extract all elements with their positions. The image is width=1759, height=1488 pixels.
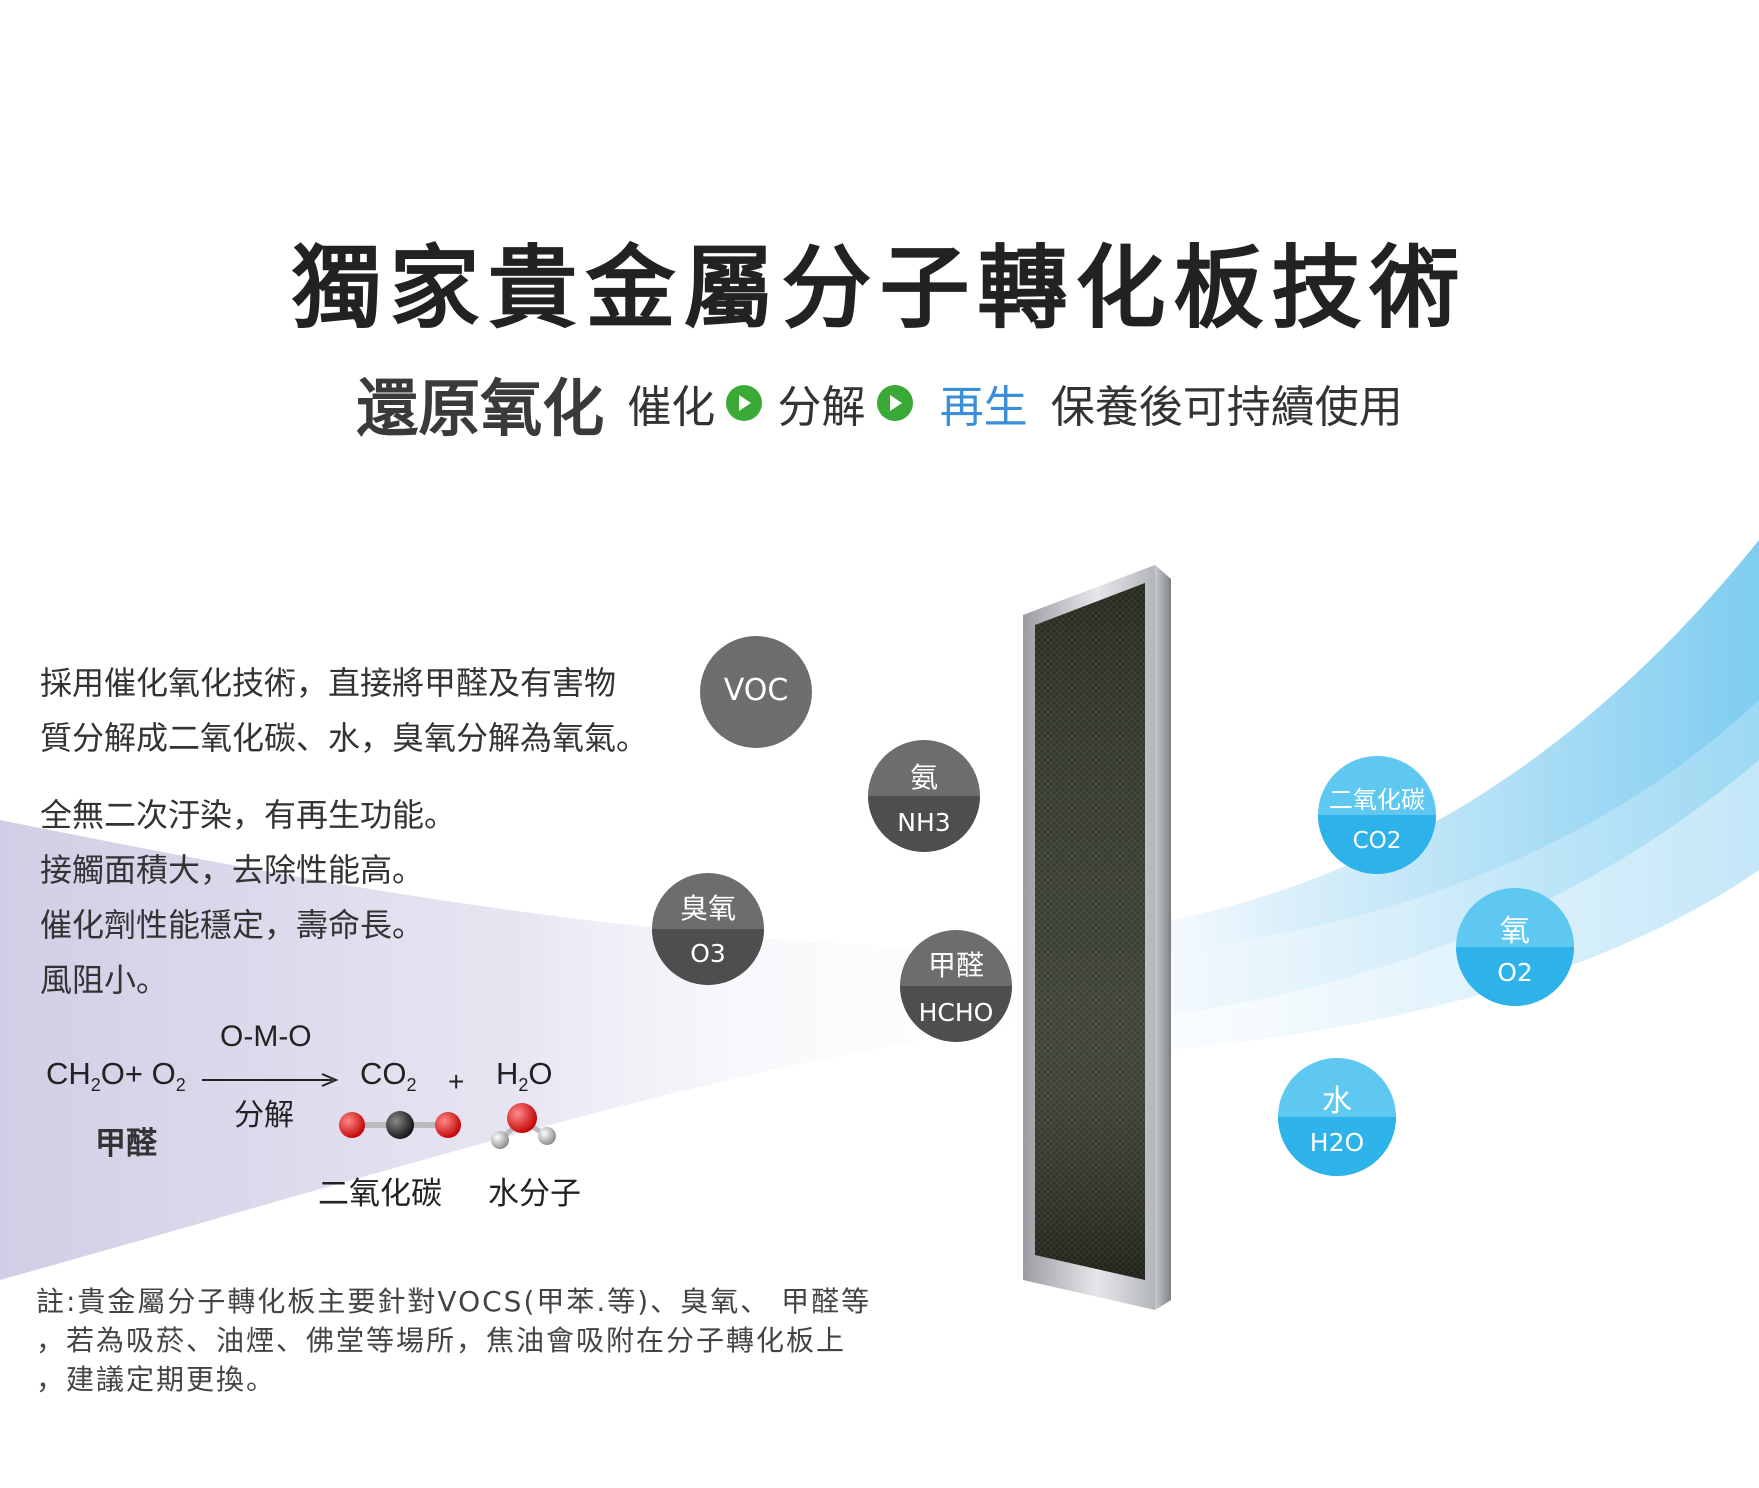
- description-intro: 採用催化氧化技術，直接將甲醛及有害物 質分解成二氧化碳、水，臭氧分解為氧氣。: [40, 656, 648, 766]
- feature-item: 風阻小。: [40, 961, 169, 999]
- ammonia-badge: 氨 NH3: [868, 740, 980, 852]
- subtitle-catalysis: 催化: [627, 382, 716, 433]
- co2-molecule-icon: [339, 1111, 461, 1139]
- voc-badge: VOC: [700, 636, 812, 748]
- product-water: H2O: [496, 1056, 553, 1096]
- subscript: 2: [90, 1075, 101, 1096]
- badge-bottom: [900, 986, 1012, 1042]
- product-co: CO: [360, 1056, 407, 1091]
- formaldehyde-name: 甲醛: [927, 949, 984, 982]
- converter-panel-image: [1023, 565, 1171, 1310]
- voc-label: VOC: [723, 673, 789, 708]
- formaldehyde-badge: 甲醛 HCHO: [900, 930, 1012, 1042]
- badge-bottom: [868, 796, 980, 852]
- molecule-models: [339, 1103, 556, 1149]
- ozone-formula: O3: [690, 939, 726, 968]
- ozone-badge: 臭氧 O3: [652, 873, 764, 985]
- feature-item: 全無二次汙染，有再生功能。: [40, 796, 457, 834]
- subtitle-decompose: 分解: [777, 382, 866, 433]
- footnote-line: ，若為吸菸、油煙、佛堂等場所，焦油會吸附在分子轉化板上: [36, 1324, 847, 1357]
- blue-wave-light: [1000, 700, 1759, 1060]
- purple-wave: [0, 820, 1150, 1280]
- reaction-arrow: [202, 1073, 339, 1087]
- badge-bottom: [1318, 815, 1436, 874]
- formaldehyde-formula: HCHO: [918, 998, 994, 1027]
- formaldehyde-label: 甲醛: [95, 1126, 157, 1161]
- catalyst-label: O-M-O: [220, 1020, 312, 1053]
- feature-item: 催化劑性能穩定，壽命長。: [40, 906, 425, 944]
- badge-bottom: [652, 929, 764, 985]
- co2-label: 二氧化碳: [318, 1176, 442, 1212]
- subscript: 2: [518, 1075, 529, 1096]
- footnote: 註:貴金屬分子轉化板主要針對VOCS(甲苯.等)、臭氧、 甲醛等 ，若為吸菸、油…: [36, 1282, 871, 1399]
- subtitle-redox: 還原氧化: [356, 372, 605, 445]
- subscript: 2: [175, 1075, 186, 1096]
- footnote-line: ，建議定期更換。: [36, 1363, 277, 1396]
- plus-sign: +: [448, 1066, 465, 1097]
- arrow-right-icon: [876, 385, 913, 421]
- water-label: 水分子: [488, 1176, 581, 1212]
- co2-formula: CO2: [1352, 828, 1402, 854]
- product-o: O: [528, 1056, 553, 1091]
- water-badge: 水 H2O: [1278, 1058, 1396, 1176]
- water-formula: H2O: [1309, 1128, 1365, 1157]
- description-line: 採用催化氧化技術，直接將甲醛及有害物: [40, 664, 617, 702]
- reactant-ch: CH: [46, 1056, 91, 1091]
- water-molecule-icon: [491, 1103, 556, 1149]
- co2-name: 二氧化碳: [1329, 786, 1425, 814]
- oxygen-badge: 氧 O2: [1456, 888, 1574, 1006]
- footnote-line: 註:貴金屬分子轉化板主要針對VOCS(甲苯.等)、臭氧、 甲醛等: [36, 1285, 872, 1318]
- ammonia-name: 氨: [909, 761, 938, 794]
- subtitle-regenerate: 再生: [939, 382, 1028, 433]
- oxygen-formula: O2: [1497, 958, 1533, 987]
- page-title: 獨家貴金屬分子轉化板技術: [291, 236, 1468, 341]
- process-label: 分解: [234, 1099, 294, 1132]
- subtitle: 還原氧化 催化 分解 再生 保養後可持續使用: [0, 358, 1759, 448]
- subscript: 2: [406, 1075, 417, 1096]
- feature-list: 全無二次汙染，有再生功能。 接觸面積大，去除性能高。 催化劑性能穩定，壽命長。 …: [40, 788, 456, 1008]
- oxygen-name: 氧: [1500, 914, 1530, 949]
- product-h: H: [496, 1056, 519, 1091]
- co2-badge: 二氧化碳 CO2: [1318, 756, 1436, 874]
- subtitle-maintenance: 保養後可持續使用: [1050, 382, 1403, 433]
- water-name: 水: [1322, 1084, 1352, 1119]
- ammonia-formula: NH3: [897, 808, 951, 837]
- ozone-name: 臭氧: [679, 892, 736, 925]
- reactant-o: O+ O: [100, 1056, 176, 1091]
- badge-bottom: [1456, 947, 1574, 1006]
- product-co2: CO2: [360, 1056, 417, 1096]
- equation-reactants: CH2O+ O2: [46, 1056, 186, 1096]
- badge-bottom: [1278, 1117, 1396, 1176]
- arrow-right-icon: [726, 385, 763, 421]
- feature-item: 接觸面積大，去除性能高。: [40, 851, 425, 889]
- description-line: 質分解成二氧化碳、水，臭氧分解為氧氣。: [40, 719, 649, 757]
